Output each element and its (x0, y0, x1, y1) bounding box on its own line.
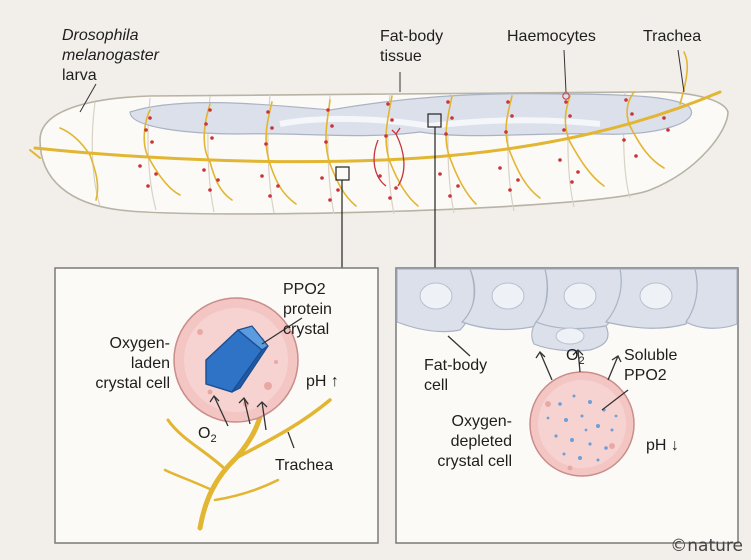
depleted-crystal-cell (529, 371, 635, 477)
fat-body-tissue-label: Fat-body tissue (380, 28, 444, 65)
soluble-ppo2-label: Soluble PPO2 (624, 347, 678, 384)
o2-label-left: O2 (198, 425, 217, 446)
fat-body-cells (396, 268, 738, 352)
species-label-line3: larva (62, 67, 97, 84)
ph-up-label: pH ↑ (306, 373, 339, 390)
fat-body-tissue (129, 93, 693, 137)
right-panel-arrows (447, 335, 629, 411)
trachea-label-top: Trachea (643, 28, 702, 45)
species-label-line2: melanogaster (62, 47, 159, 64)
o2-label-right: O2 (566, 347, 585, 368)
oxygen-depleted-label: Oxygen- depleted crystal cell (437, 413, 512, 470)
nature-credit: ©nature (670, 536, 743, 556)
fat-body-cell-label: Fat-body cell (424, 357, 488, 394)
ph-down-label: pH ↓ (646, 437, 679, 454)
circulation-arrows (373, 127, 405, 187)
zoom-markers (335, 113, 442, 268)
ppo2-crystal-label: PPO2 protein crystal (283, 281, 332, 338)
species-label-line1: Drosophila (62, 27, 139, 44)
left-panel-arrows (209, 317, 303, 449)
haemocytes-label: Haemocytes (507, 28, 596, 45)
fat-body-nuclei (419, 282, 673, 345)
oxygen-laden-label: Oxygen- laden crystal cell (95, 335, 170, 392)
left-panel-trachea (163, 398, 332, 531)
trachea-label-left: Trachea (275, 457, 334, 474)
haemocyte-dots (138, 92, 670, 202)
laden-crystal-cell (173, 297, 299, 423)
larva-trachea (29, 51, 722, 207)
top-leader-lines (79, 49, 685, 113)
